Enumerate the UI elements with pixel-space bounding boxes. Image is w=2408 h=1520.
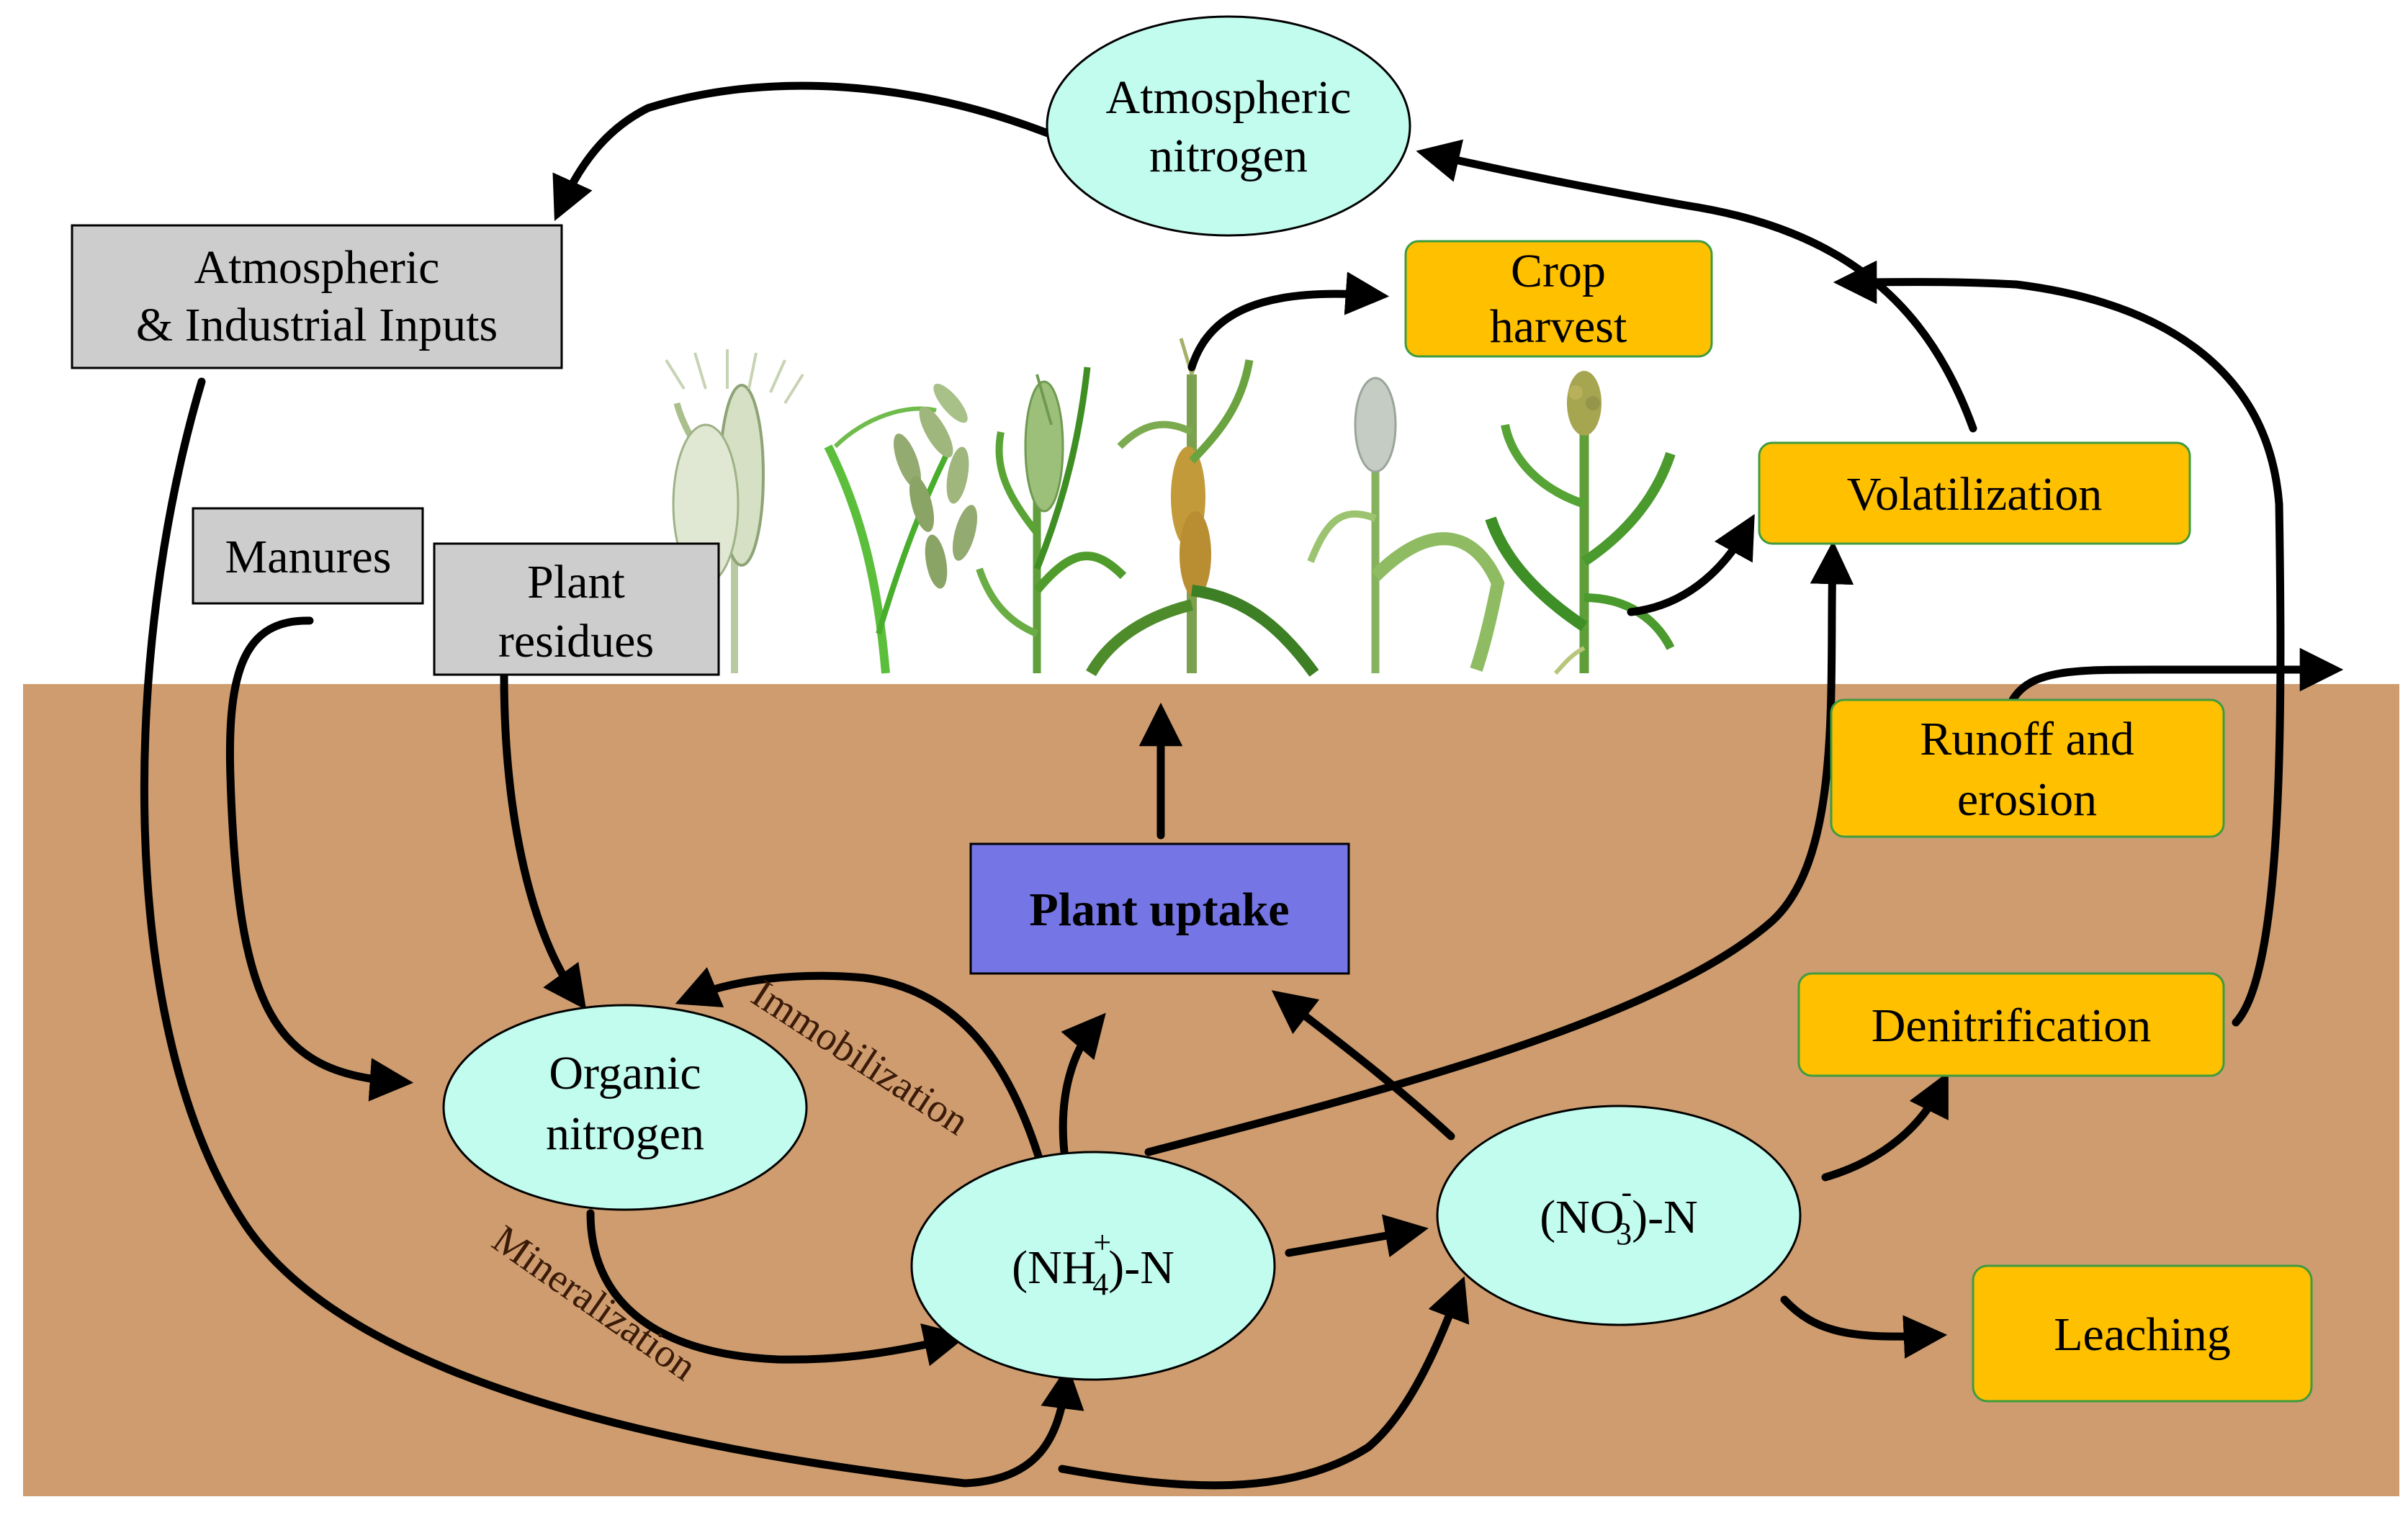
arrow-ammonium-to-nitrate <box>1285 1214 1429 1258</box>
arrow-atmospheric-to-inputs <box>552 81 1052 222</box>
crop-row <box>665 338 1676 677</box>
arrow-volatilization-to-atmosphere <box>1416 139 1977 433</box>
leaching-box: Leaching <box>1972 1264 2313 1403</box>
plant-residues-line2: residues <box>498 615 654 667</box>
arrow-nitrate-to-denitrification <box>1821 1071 1949 1182</box>
plant-uptake-box: Plant uptake <box>969 842 1350 975</box>
arrow-crops-to-volatilization <box>1627 513 1755 616</box>
barley-plant-icon <box>976 366 1127 673</box>
arrow-ammonium-to-volatilization <box>1144 540 1854 1156</box>
inputs-line2: & Industrial Inputs <box>136 299 498 351</box>
ammonium-pool: (NH+4)-N <box>910 1151 1276 1381</box>
arrow-manures-to-organic <box>225 616 414 1102</box>
organic-nitrogen-pool: Organic nitrogen <box>442 1004 808 1211</box>
arrow-crops-to-harvest <box>1187 271 1390 372</box>
leaching-label: Leaching <box>2054 1308 2231 1361</box>
volatilization-label: Volatilization <box>1847 468 2102 521</box>
nitrate-label: (NO-3)-N <box>1540 1174 1698 1251</box>
runoff-line1: Runoff and <box>1920 713 2134 765</box>
volatilization-box: Volatilization <box>1758 441 2191 545</box>
arrow-immobilization <box>675 967 1045 1167</box>
arrow-residues-to-organic <box>500 670 587 1010</box>
denitrification-label: Denitrification <box>1872 999 2152 1052</box>
arrow-inputs-to-nitrate <box>1058 1276 1470 1490</box>
runoff-line2: erosion <box>1957 773 2097 826</box>
crop-harvest-box: Crop harvest <box>1404 240 1713 358</box>
inputs-line1: Atmospheric <box>194 241 440 294</box>
atmospheric-nitrogen-line2: nitrogen <box>1149 130 1308 182</box>
arrow-nitrate-to-leaching <box>1780 1295 1948 1359</box>
arrow-nitrate-to-uptake <box>1271 990 1455 1141</box>
manures-box: Manures <box>192 507 424 605</box>
plant-residues-line1: Plant <box>527 556 625 608</box>
arrow-mineralization <box>586 1209 968 1367</box>
denitrification-box: Denitrification <box>1797 972 2225 1077</box>
sorghum-plant-icon <box>1485 371 1676 675</box>
atmospheric-nitrogen-pool: Atmospheric nitrogen <box>1046 15 1411 237</box>
arrow-ammonium-to-uptake <box>1059 1012 1106 1156</box>
arrow-inputs-to-ammonium <box>140 377 1084 1488</box>
flow-arrows <box>140 81 2344 1490</box>
organic-nitrogen-line2: nitrogen <box>546 1107 704 1160</box>
arrow-denitrification-to-atmosphere <box>1833 260 2285 1027</box>
crop-harvest-line2: harvest <box>1490 300 1627 353</box>
plant-residues-box: Plant residues <box>433 542 720 676</box>
runoff-erosion-box: Runoff and erosion <box>1830 698 2225 838</box>
crop-harvest-line1: Crop <box>1511 245 1606 297</box>
nitrate-pool: (NO-3)-N <box>1436 1105 1802 1326</box>
plant-uptake-label: Plant uptake <box>1029 883 1289 936</box>
manures-label: Manures <box>225 531 392 583</box>
organic-nitrogen-line1: Organic <box>549 1047 701 1099</box>
atmospheric-nitrogen-line1: Atmospheric <box>1106 71 1352 124</box>
maize-plant-icon <box>1086 338 1319 677</box>
pearl-millet-plant-icon <box>1307 377 1505 673</box>
ammonium-label: (NH+4)-N <box>1012 1225 1174 1302</box>
atmospheric-industrial-inputs-box: Atmospheric & Industrial Inputs <box>71 224 563 369</box>
arrow-runoff-offsite <box>2008 647 2344 704</box>
oat-plant-icon <box>824 383 978 674</box>
